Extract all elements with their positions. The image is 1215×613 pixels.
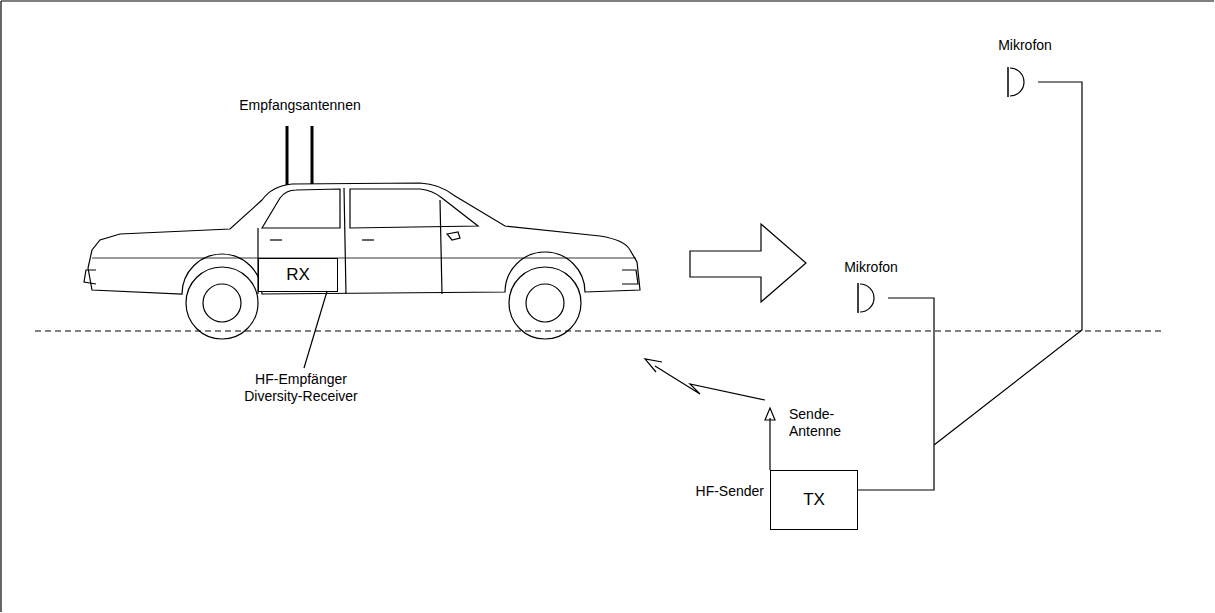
- box-label: RX: [286, 265, 310, 285]
- part-label: Mikrofon: [826, 259, 916, 276]
- door-line: [440, 200, 442, 294]
- part-label: HF-Sender: [674, 483, 764, 500]
- transmit-antenna: [769, 418, 770, 470]
- body-line: [92, 258, 636, 259]
- wheel-hub: [203, 284, 241, 322]
- microphone-symbol: [860, 284, 874, 312]
- door-line: [344, 188, 346, 294]
- wheel: [186, 267, 258, 339]
- wire: [858, 298, 934, 490]
- car-body: [88, 183, 640, 294]
- process-box: TX: [770, 470, 858, 530]
- process-box: RX: [258, 258, 338, 292]
- front-window: [350, 189, 478, 228]
- box-label: TX: [803, 490, 825, 510]
- frame-line: [1, 0, 1214, 1]
- frame-line: [0, 1, 1, 612]
- wire: [934, 82, 1082, 445]
- radio-link: [655, 366, 765, 400]
- transmit-antenna: [765, 408, 775, 420]
- wheel: [509, 267, 581, 339]
- door-handle: [270, 239, 282, 240]
- antenna: [311, 126, 314, 184]
- part-label: HF-Empfänger Diversity-Receiver: [226, 371, 376, 405]
- antenna: [286, 126, 289, 185]
- door-handle: [362, 239, 374, 240]
- road-line: [35, 330, 1162, 331]
- leader-line: [304, 288, 328, 368]
- rear-bumper: [84, 270, 96, 284]
- microphone-symbol: [1010, 68, 1024, 96]
- front-bumper: [622, 270, 638, 284]
- microphone-symbol: [857, 283, 859, 313]
- part-label: Mikrofon: [980, 37, 1070, 54]
- part-label: Empfangsantennen: [220, 97, 380, 114]
- rear-window: [262, 189, 340, 228]
- microphone-symbol: [1007, 67, 1009, 97]
- wheel-hub: [526, 284, 564, 322]
- motion-arrow: [690, 224, 806, 302]
- radio-link-head: [645, 359, 662, 372]
- mirror: [447, 232, 460, 240]
- part-label: Sende- Antenne: [789, 406, 859, 440]
